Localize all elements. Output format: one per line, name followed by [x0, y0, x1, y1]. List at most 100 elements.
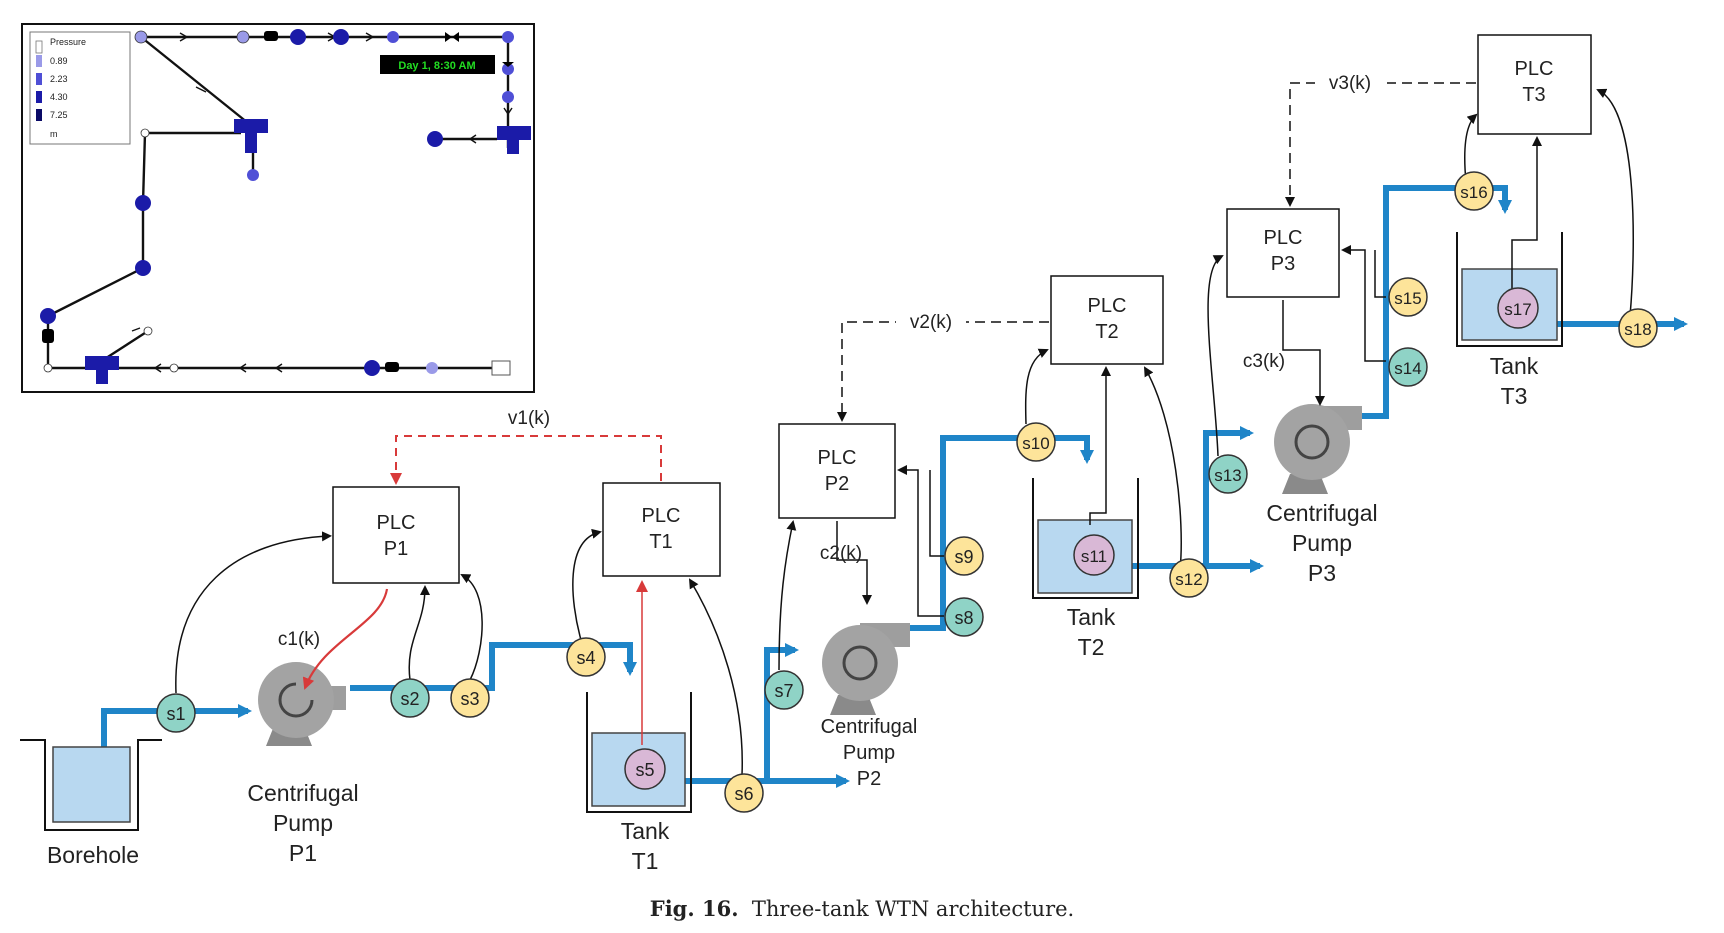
tank-label: Tank	[1067, 604, 1116, 630]
plc-label: PLC	[1264, 227, 1303, 249]
svg-text:s18: s18	[1624, 320, 1651, 339]
s9-to-plc-p2	[929, 470, 944, 557]
sensor-s11: s11	[1073, 534, 1115, 576]
pump-p2	[822, 623, 910, 715]
sensor-s7: s7	[764, 670, 804, 710]
network-map-inset: Pressure 0.89 2.23 4.30 7.25 m Day 1, 8:…	[21, 23, 535, 393]
svg-text:s4: s4	[576, 648, 595, 668]
c1-command-line	[302, 588, 389, 690]
sensor-s13: s13	[1208, 454, 1248, 494]
v2-dashed-line	[837, 321, 1049, 422]
pipe-to-p3	[1203, 426, 1254, 566]
plc-p1: PLC P1	[332, 486, 460, 584]
figure-title: Three-tank WTN architecture.	[751, 897, 1075, 921]
svg-text:s16: s16	[1460, 183, 1487, 202]
plc-id: P3	[1271, 253, 1295, 275]
s15-to-plc-p3	[1374, 250, 1386, 298]
c2-command-line	[836, 521, 872, 605]
pump-label: Centrifugal	[1266, 500, 1377, 526]
sensor-s1: s1	[156, 693, 196, 733]
sensor-s17: s17	[1497, 287, 1539, 329]
v3-dashed-line	[1285, 82, 1476, 207]
plc-t2: PLC T2	[1050, 275, 1164, 365]
s1-to-plc-p1	[175, 531, 332, 694]
sensor-s4: s4	[566, 637, 606, 677]
svg-text:s14: s14	[1394, 359, 1421, 378]
svg-text:s8: s8	[954, 608, 973, 628]
v3-label: v3(k)	[1329, 73, 1371, 94]
tank-label: T3	[1501, 383, 1528, 409]
pipe-p3-to-t3	[1356, 185, 1512, 419]
sensor-s18: s18	[1618, 308, 1658, 348]
legend-value: 2.23	[50, 74, 68, 84]
c3-label: c3(k)	[1243, 351, 1285, 372]
s12-to-plc-t2	[1144, 366, 1182, 571]
svg-text:s5: s5	[635, 760, 654, 780]
svg-text:s13: s13	[1214, 466, 1241, 485]
signal-labels: c1(k) v1(k) c2(k) v2(k) c3(k) v3(k)	[278, 73, 1371, 650]
sensor-s2: s2	[390, 678, 430, 718]
pump-label: Pump	[273, 810, 333, 836]
legend-title: Pressure	[50, 37, 86, 47]
plc-label: PLC	[818, 447, 857, 469]
svg-text:s2: s2	[400, 689, 419, 709]
simulation-clock	[380, 55, 495, 74]
sensor-s5: s5	[624, 748, 666, 790]
inset-pumps	[42, 31, 514, 372]
svg-text:s12: s12	[1175, 570, 1202, 589]
pipe-to-p2	[764, 643, 799, 781]
sensor-s16: s16	[1454, 171, 1494, 211]
pump-label: P1	[289, 840, 317, 866]
plc-id: P1	[384, 538, 408, 560]
pipe-borehole-to-p1	[101, 704, 252, 755]
tank-label: Tank	[1490, 353, 1539, 379]
sensor-s6: s6	[724, 773, 764, 813]
plc-label: PLC	[1088, 295, 1127, 317]
svg-text:s3: s3	[460, 689, 479, 709]
figure-caption: Fig. 16. Three-tank WTN architecture.	[0, 896, 1724, 921]
tank-label: T1	[632, 848, 659, 874]
plc-p2: PLC P2	[778, 423, 896, 519]
v1-label: v1(k)	[508, 408, 550, 429]
svg-text:s11: s11	[1081, 547, 1107, 566]
pressure-legend: Pressure 0.89 2.23 4.30 7.25 m	[29, 31, 131, 145]
pipe-p2-to-t2	[900, 435, 1094, 631]
s18-to-plc-t3	[1596, 88, 1635, 317]
sensor-s3: s3	[450, 678, 490, 718]
s14-to-plc-p3	[1341, 245, 1386, 362]
sensor-s9: s9	[944, 536, 984, 576]
sensor-s8: s8	[944, 597, 984, 637]
inset-tanks	[85, 119, 531, 384]
plc-id: T3	[1522, 84, 1545, 106]
borehole	[20, 739, 162, 831]
svg-text:s15: s15	[1394, 289, 1421, 308]
v1-dashed-line	[390, 435, 662, 485]
c3-command-line	[1282, 300, 1325, 406]
s7-to-plc-p2	[778, 520, 797, 671]
legend-value: 7.25	[50, 110, 68, 120]
s6-to-plc-t1	[688, 578, 743, 776]
legend-value: 0.89	[50, 56, 68, 66]
c2-label: c2(k)	[820, 543, 862, 564]
s10-to-plc-t2	[1024, 348, 1049, 425]
tank-label: T2	[1078, 634, 1105, 660]
s8-to-plc-p2	[897, 465, 944, 617]
svg-text:s10: s10	[1022, 434, 1049, 453]
pump-label: Pump	[1292, 530, 1352, 556]
s4-to-plc-t1	[572, 528, 602, 641]
s3-to-plc-p1	[460, 574, 483, 681]
pump-label: P3	[1308, 560, 1336, 586]
plc-id: T2	[1095, 321, 1118, 343]
pump-p3	[1274, 404, 1362, 494]
plc-id: P2	[825, 473, 849, 495]
figure-number: Fig. 16.	[649, 896, 739, 921]
plc-t3: PLC T3	[1477, 34, 1592, 135]
c1-label: c1(k)	[278, 629, 320, 650]
svg-text:s7: s7	[774, 681, 793, 701]
borehole-label: Borehole	[47, 842, 139, 868]
tank-t3	[1456, 232, 1563, 347]
plc-label: PLC	[377, 512, 416, 534]
plc-p3: PLC P3	[1226, 208, 1340, 298]
plc-id: T1	[649, 531, 672, 553]
